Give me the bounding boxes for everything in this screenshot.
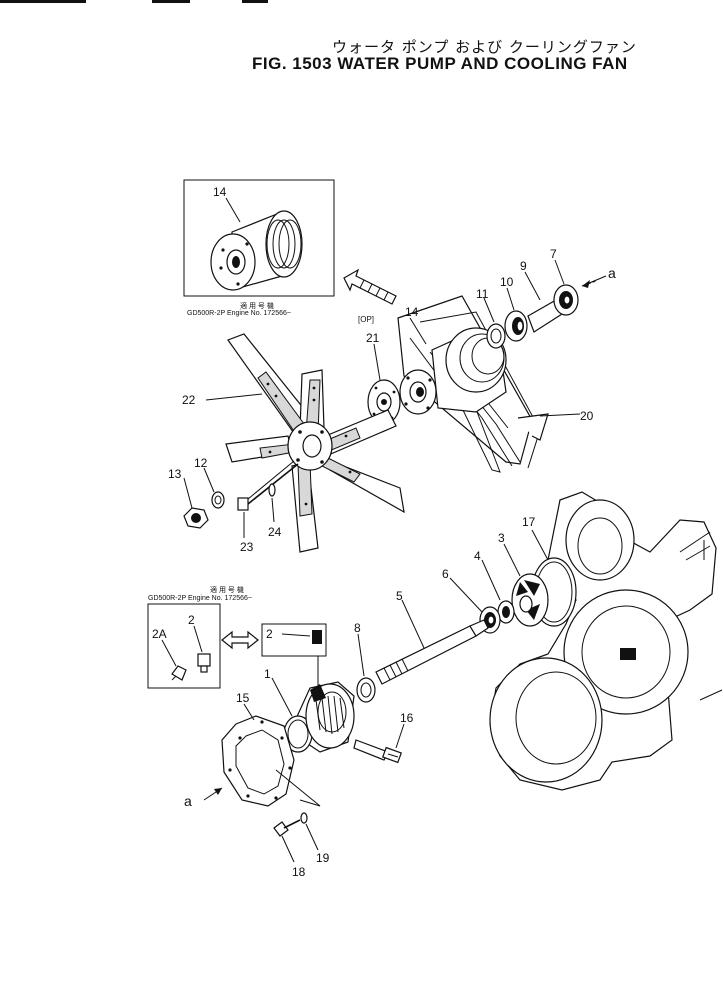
leader-21	[373, 343, 381, 381]
double-arrow	[221, 630, 259, 650]
note-upper-en: GD500R-2P Engine No. 172566~	[187, 310, 291, 317]
impeller	[511, 573, 549, 627]
label-10: 10	[500, 275, 514, 289]
label-14-inset: 14	[213, 185, 227, 199]
label-7: 7	[550, 247, 557, 261]
leader-18	[281, 835, 295, 863]
label-8: 8	[354, 621, 361, 635]
title-japanese: ウォータ ポンプ および クーリングファン	[332, 38, 637, 56]
inset-arrow	[343, 268, 397, 305]
leader-4	[481, 559, 501, 601]
label-13: 13	[168, 467, 182, 481]
pump-shaft	[375, 619, 489, 685]
label-16: 16	[400, 711, 414, 725]
label-17: 17	[522, 515, 536, 529]
leader-19	[305, 823, 319, 851]
gasket-bolt	[273, 769, 321, 837]
washer	[356, 677, 376, 703]
option-mark: [OP]	[358, 315, 374, 324]
inset-pulley-box	[183, 179, 335, 297]
label-5: 5	[396, 589, 403, 603]
leader-7	[554, 259, 565, 285]
drain-plug	[353, 739, 402, 764]
leader-5	[401, 599, 425, 649]
label-2: 2	[266, 627, 273, 641]
leader-9	[524, 271, 541, 301]
leader-13	[183, 477, 193, 509]
label-20: 20	[580, 409, 594, 423]
leader-1	[271, 677, 293, 717]
note-upper-jp: 適 用 号 機	[240, 301, 274, 310]
header-rule-1	[0, 0, 86, 3]
header-rule-2	[152, 0, 190, 3]
leader-11	[483, 297, 495, 323]
label-14: 14	[405, 305, 419, 319]
inset-plug-box	[147, 603, 221, 689]
leader-14	[409, 317, 427, 345]
ref-a-top: a	[608, 265, 616, 281]
label-24: 24	[268, 525, 282, 539]
ref-a-bottom: a	[184, 793, 192, 809]
label-6: 6	[442, 567, 449, 581]
label-23: 23	[240, 540, 254, 554]
label-21: 21	[366, 331, 380, 345]
label-22: 22	[182, 393, 196, 407]
label-2-inset: 2	[188, 613, 195, 627]
gasket	[221, 715, 295, 807]
label-2a: 2A	[152, 627, 167, 641]
leader-22	[205, 393, 263, 401]
leader-17	[531, 529, 549, 561]
leader-12	[203, 467, 215, 493]
leader-20	[539, 413, 581, 417]
leader-10	[506, 287, 515, 311]
label-18: 18	[292, 865, 306, 879]
spacer-flange	[367, 379, 401, 425]
label-19: 19	[316, 851, 330, 865]
label-12: 12	[194, 456, 208, 470]
engine-housing	[489, 491, 723, 791]
label-11: 11	[476, 287, 489, 301]
leader-6	[449, 577, 483, 613]
label-3: 3	[498, 531, 505, 545]
figure-title: FIG. 1503 WATER PUMP AND COOLING FAN	[252, 54, 628, 73]
label-4: 4	[474, 549, 481, 563]
note-lower-jp: 適 用 号 機	[210, 585, 244, 594]
leader-16	[395, 723, 405, 749]
pump-body	[283, 681, 355, 753]
leader-3	[503, 543, 521, 577]
leader-24	[271, 497, 275, 523]
label-9: 9	[520, 259, 527, 273]
leader-8	[357, 633, 365, 677]
label-1: 1	[264, 667, 271, 681]
leader-15	[243, 703, 255, 721]
label-15: 15	[236, 691, 250, 705]
fan-fasteners	[183, 460, 299, 529]
pulley-shaft-assembly	[486, 284, 579, 349]
header-rule-3	[242, 0, 268, 3]
note-lower-en: GD500R-2P Engine No. 172566~	[148, 595, 252, 602]
plug-detail-box	[261, 623, 327, 686]
cooling-fan	[225, 333, 405, 553]
